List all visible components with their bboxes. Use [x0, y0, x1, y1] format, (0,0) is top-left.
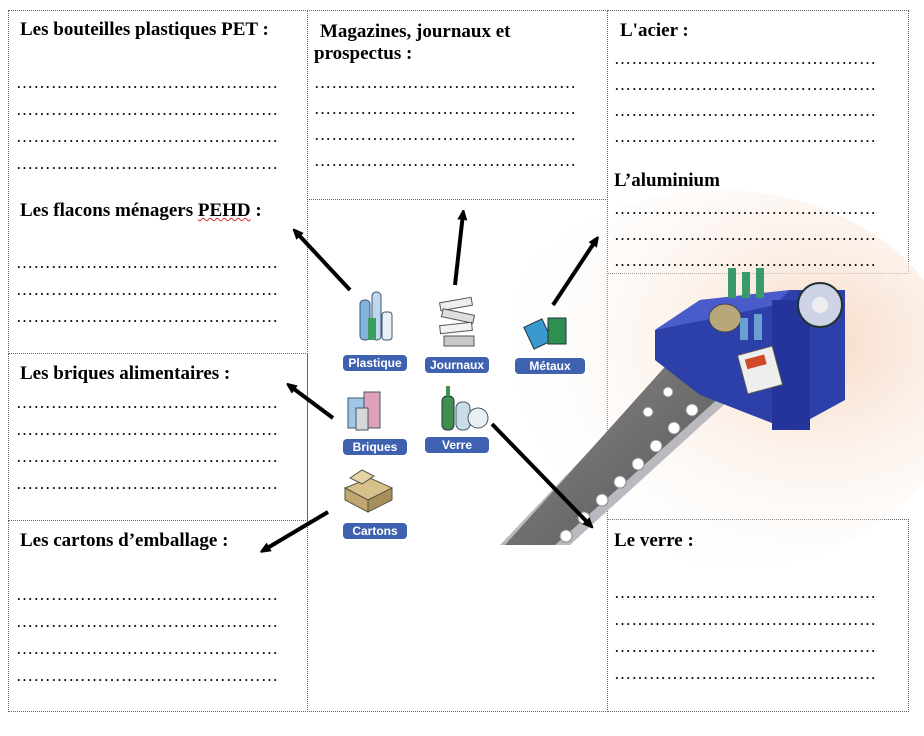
arrow-to-briques [290, 386, 335, 420]
answer-line[interactable]: ……………………………………… [614, 610, 877, 629]
heading-pehd-term: PEHD [197, 200, 251, 221]
answer-line[interactable]: ……………………………………… [16, 420, 279, 439]
answer-line[interactable]: ……………………………………… [614, 101, 877, 120]
heading-pehd: Les flacons ménagers PEHD : [20, 200, 262, 222]
cardboard-boxes-icon [343, 469, 394, 513]
plastic-bottles-icon [359, 291, 393, 341]
metal-cans-icon [523, 317, 567, 350]
sorting-machine [655, 268, 845, 430]
newspapers-icon [438, 296, 476, 347]
label-plastique-bg [343, 355, 407, 371]
heading-pehd-suffix: : [250, 200, 262, 221]
arrow-to-pehd [296, 232, 352, 292]
answer-line[interactable]: ……………………………………… [614, 664, 877, 683]
answer-line[interactable]: ……………………………………… [614, 225, 877, 244]
arrow-to-cartons [264, 510, 330, 550]
answer-line[interactable]: ……………………………………… [614, 199, 877, 218]
label-metaux-bg [515, 358, 585, 374]
glass-bottles-icon [441, 386, 489, 431]
answer-line[interactable]: ……………………………………… [16, 393, 279, 412]
answer-line[interactable]: ……………………………………… [614, 127, 877, 146]
heading-verre: Le verre : [614, 530, 694, 551]
answer-line[interactable]: ……………………………………… [314, 99, 577, 118]
heading-acier: L'acier : [620, 20, 689, 41]
arrow-to-verre [490, 422, 590, 525]
answer-line[interactable]: ……………………………………… [314, 151, 577, 170]
bin-label-cartons: Cartons [352, 524, 398, 538]
answer-line[interactable]: ……………………………………… [16, 447, 279, 466]
food-cartons-icon [347, 391, 381, 431]
bin-label-verre: Verre [442, 438, 472, 452]
bin-label-journaux: Journaux [430, 358, 484, 372]
bin-label-plastique: Plastique [348, 356, 402, 370]
arrow-to-magazines [453, 214, 463, 286]
answer-line[interactable]: ……………………………………… [614, 49, 877, 68]
bin-label-briques: Briques [353, 440, 398, 454]
answer-line[interactable]: ……………………………………… [16, 585, 279, 604]
label-journaux-bg [425, 357, 489, 373]
answer-line[interactable]: ……………………………………… [614, 637, 877, 656]
heading-cartons: Les cartons d’emballage : [20, 530, 229, 551]
label-cartons-bg [343, 523, 407, 539]
answer-line[interactable]: ……………………………………… [614, 251, 877, 270]
label-briques-bg [343, 439, 407, 455]
answer-line[interactable]: ……………………………………… [16, 127, 279, 146]
answer-line[interactable]: ……………………………………… [614, 75, 877, 94]
heading-magazines-line1: Magazines, journaux et [320, 21, 511, 42]
answer-line[interactable]: ……………………………………… [16, 100, 279, 119]
heading-pehd-prefix: Les flacons ménagers [20, 200, 198, 221]
answer-line[interactable]: ……………………………………… [16, 612, 279, 631]
answer-line[interactable]: ……………………………………… [16, 280, 279, 299]
answer-line[interactable]: ……………………………………… [16, 666, 279, 685]
arrow-to-metaux [551, 240, 596, 307]
answer-line[interactable]: ……………………………………… [614, 583, 877, 602]
heading-pet: Les bouteilles plastiques PET : [20, 19, 269, 40]
bin-label-metaux: Métaux [529, 359, 571, 373]
answer-line[interactable]: ……………………………………… [16, 73, 279, 92]
heading-magazines-line2: prospectus : [314, 43, 413, 64]
heading-aluminium: L’aluminium [614, 170, 720, 191]
answer-line[interactable]: ……………………………………… [314, 73, 577, 92]
label-verre-bg [425, 437, 489, 453]
heading-briques: Les briques alimentaires : [20, 363, 231, 384]
answer-line[interactable]: ……………………………………… [16, 253, 279, 272]
answer-line[interactable]: ……………………………………… [314, 125, 577, 144]
answer-line[interactable]: ……………………………………… [16, 307, 279, 326]
answer-line[interactable]: ……………………………………… [16, 639, 279, 658]
answer-line[interactable]: ……………………………………… [16, 154, 279, 173]
answer-line[interactable]: ……………………………………… [16, 474, 279, 493]
